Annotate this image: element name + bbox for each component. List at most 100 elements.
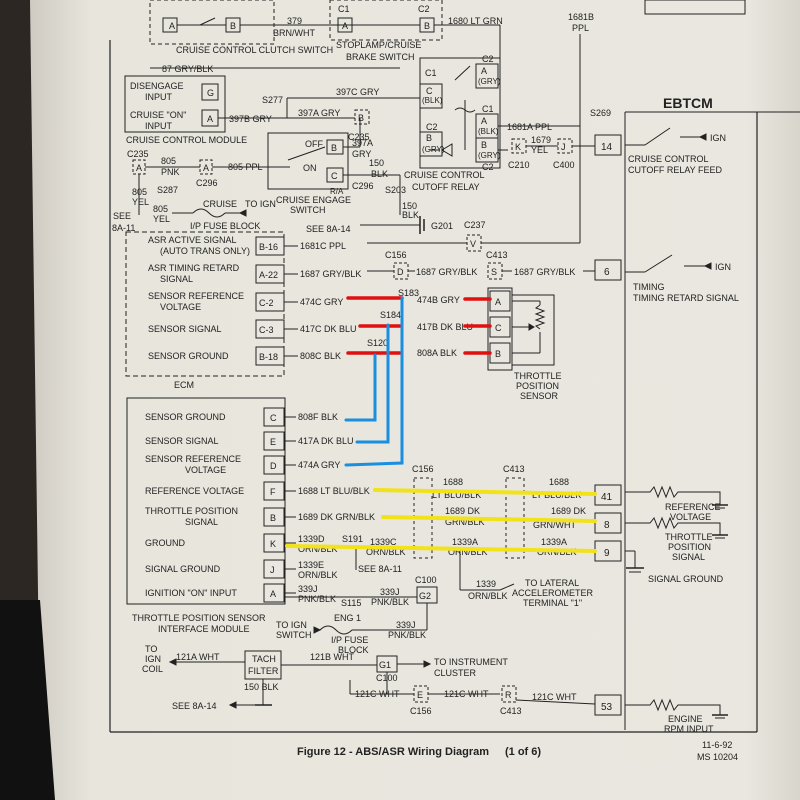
engine-rpm-2: RPM INPUT xyxy=(664,724,714,734)
w805-yel-2: YEL xyxy=(132,197,149,207)
g201-label: G201 xyxy=(431,221,453,231)
w805-yel-b2: YEL xyxy=(153,214,170,224)
throttle-position-sensor xyxy=(487,287,555,371)
see-8a11: SEE xyxy=(113,211,131,221)
tpsim-pin-label: K xyxy=(270,539,276,549)
figure-ms-number: MS 10204 xyxy=(697,752,738,762)
svg-text:A: A xyxy=(481,66,487,76)
c296-b-label: C296 xyxy=(352,181,374,191)
svg-text:J: J xyxy=(561,142,566,152)
ecm-c413: C413 xyxy=(486,250,508,260)
tpsim-title-1: THROTTLE POSITION SENSOR xyxy=(132,613,266,623)
w805-pnk-2: PNK xyxy=(161,167,180,177)
tpsim-row-name-2: SIGNAL xyxy=(185,517,218,527)
svg-text:A: A xyxy=(203,163,209,173)
tpsim-pin-label: B xyxy=(270,513,276,523)
ecm-pin-label: B-16 xyxy=(259,242,278,252)
c400: C400 xyxy=(553,160,575,170)
ebtcm-ign-2: IGN xyxy=(715,262,731,272)
svg-text:(GRY): (GRY) xyxy=(478,77,501,86)
wire-397b-label: 397B GRY xyxy=(229,114,272,124)
w1679: 1679 xyxy=(531,135,551,145)
tpsim-wire-label: 808F BLK xyxy=(298,412,338,422)
ebtcm-pin-8: 8 xyxy=(604,520,610,531)
tpsim-c413: C413 xyxy=(503,464,525,474)
clutch-switch-label: CRUISE CONTROL CLUTCH SWITCH xyxy=(176,45,333,55)
tach-filter-2: FILTER xyxy=(248,666,279,676)
g1-label: G1 xyxy=(379,660,391,670)
to-ign-switch-1: TO IGN xyxy=(276,620,307,630)
engage-label-2: SWITCH xyxy=(290,205,326,215)
on-input-label-1: CRUISE "ON" xyxy=(130,110,186,120)
c235-label: C235 xyxy=(348,132,370,142)
to-ign-coil-3: COIL xyxy=(142,664,163,674)
s269: S269 xyxy=(590,108,611,118)
c413-bottom: C413 xyxy=(500,706,522,716)
tpsim-row-name: SENSOR GROUND xyxy=(145,412,226,422)
w339j-b2: PNK/BLK xyxy=(371,597,409,607)
tpsim-pin-label: C xyxy=(270,413,277,423)
cruise-fuse-label: CRUISE xyxy=(203,199,237,209)
g2-label: G2 xyxy=(419,591,431,601)
stoplamp-c2: C2 xyxy=(418,4,430,14)
tpsim-wire-label: 1339E xyxy=(298,560,324,570)
ref-voltage-2: VOLTAGE xyxy=(670,512,711,522)
relay-feed-2: CUTOFF RELAY FEED xyxy=(628,165,723,175)
tps-interface-module xyxy=(126,397,286,605)
blue-marker-lines xyxy=(344,296,404,467)
book-edge-shadow xyxy=(0,600,55,800)
w121b: 121B WHT xyxy=(310,652,355,662)
relay-label-2: CUTOFF RELAY xyxy=(412,182,480,192)
w1689-b: 1689 DK xyxy=(551,506,586,516)
tpsim-title-2: INTERFACE MODULE xyxy=(158,624,250,634)
figure-caption-group: Figure 12 - ABS/ASR Wiring Diagram (1 of… xyxy=(297,740,738,762)
engage-ra: R/A xyxy=(330,187,344,196)
ecm-wire-label: 1681C PPL xyxy=(300,241,346,251)
w121c-3: 121C WHT xyxy=(532,692,577,702)
svg-text:C1: C1 xyxy=(425,68,437,78)
w474b: 474B GRY xyxy=(417,295,460,305)
relay-label-1: CRUISE CONTROL xyxy=(404,170,485,180)
to-cluster-2: CLUSTER xyxy=(434,668,477,678)
svg-text:C2: C2 xyxy=(426,122,438,132)
svg-text:A: A xyxy=(481,116,487,126)
tps-signal-resistor xyxy=(625,516,721,535)
tpsim-pin-label: A xyxy=(270,589,276,599)
relay-gry-c2b: (GRY) xyxy=(478,151,501,160)
tach-filter-1: TACH xyxy=(252,654,276,664)
svg-text:B: B xyxy=(426,133,432,143)
tpsim-wire-label: 417A DK BLU xyxy=(298,436,354,446)
tpsim-row-name: THROTTLE POSITION xyxy=(145,506,238,516)
ecm-pin-label: C-2 xyxy=(259,298,274,308)
tps-pin-a: A xyxy=(495,297,501,307)
c156-bottom: C156 xyxy=(410,706,432,716)
tps-pin-b: B xyxy=(495,349,501,359)
w121c-2: 121C WHT xyxy=(444,689,489,699)
engage-off: OFF xyxy=(305,139,323,149)
w1679-yel: YEL xyxy=(531,145,548,155)
w808a: 808A BLK xyxy=(417,348,457,358)
tps-pin-c: C xyxy=(495,323,502,333)
s184: S184 xyxy=(380,310,401,320)
svg-text:C2: C2 xyxy=(482,54,494,64)
w805-yel-1: 805 xyxy=(132,187,147,197)
s277-label: S277 xyxy=(262,95,283,105)
ecm-row-name: SENSOR REFERENCE xyxy=(148,291,244,301)
to-ign-label: TO IGN xyxy=(245,199,276,209)
ecm-wire-label: 417C DK BLU xyxy=(300,324,357,334)
c237-label: C237 xyxy=(464,220,486,230)
w1339a-2: ORN/BLK xyxy=(448,547,488,557)
w1681a: 1681A PPL xyxy=(507,122,552,132)
c296-label: C296 xyxy=(196,178,218,188)
engage-on: ON xyxy=(303,163,317,173)
to-ign-coil-1: TO xyxy=(145,644,157,654)
w339j-c: 339J xyxy=(396,620,416,630)
rpm-resistor xyxy=(625,698,721,715)
stoplamp-label-1: STOPLAMP/CRUISE xyxy=(336,40,421,50)
wire-87-label: 87 GRY/BLK xyxy=(162,64,213,74)
ebtcm-pin-41: 41 xyxy=(601,492,613,503)
tpsim-wire-color: ORN/BLK xyxy=(298,570,338,580)
disengage-label-2: INPUT xyxy=(145,92,173,102)
to-cluster: TO INSTRUMENT xyxy=(434,657,508,667)
tpsim-row-name: SENSOR REFERENCE xyxy=(145,454,241,464)
